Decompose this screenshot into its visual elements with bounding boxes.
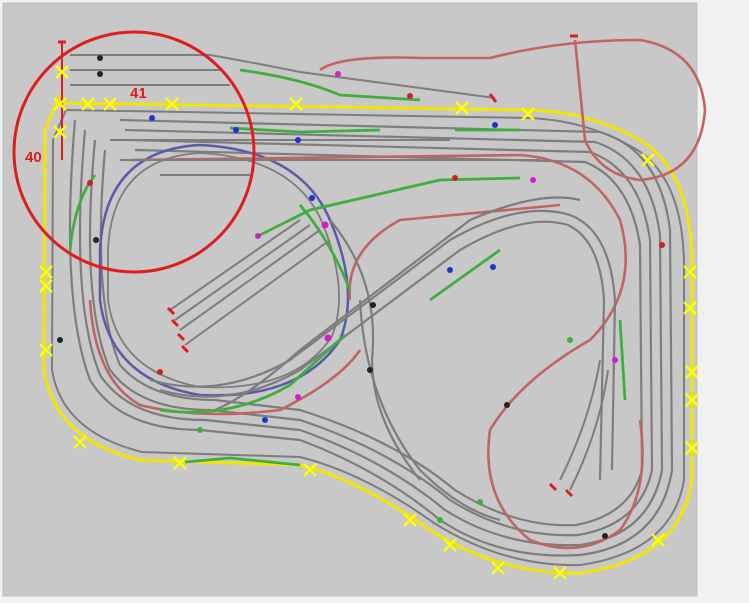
main-gray-loops <box>68 118 674 557</box>
buffer-stops <box>58 34 578 498</box>
label-40: 40 <box>25 149 42 166</box>
highlight-circle <box>12 30 256 274</box>
turnout-markers <box>57 55 665 539</box>
outer-yellow-loop-inner-rail <box>50 109 685 567</box>
label-41: 41 <box>130 85 147 102</box>
blue-inner-loop-rail <box>107 152 340 389</box>
central-crossing-tracks <box>149 196 617 522</box>
outer-yellow-loop[interactable] <box>42 94 694 575</box>
red-track[interactable] <box>88 38 707 550</box>
upper-yard-sidings <box>70 54 609 491</box>
green-sidings[interactable] <box>68 68 627 467</box>
